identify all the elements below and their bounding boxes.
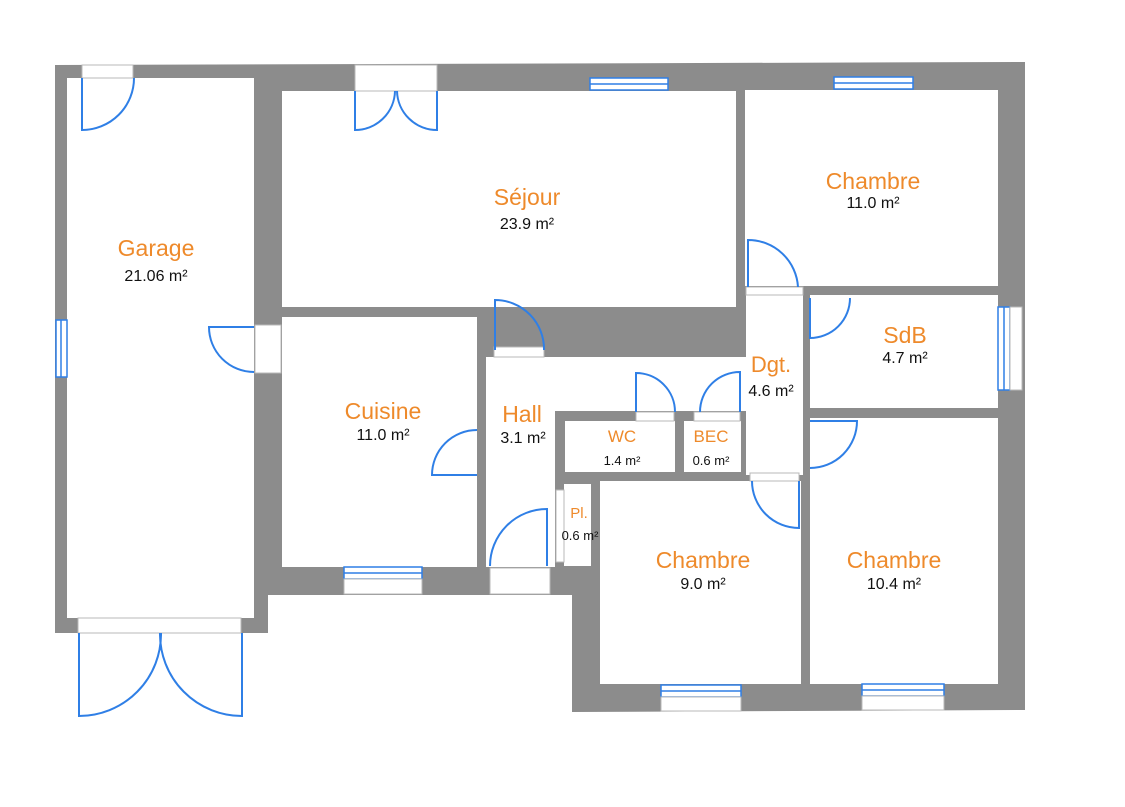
- floor-sejour: [282, 91, 736, 307]
- floor-chambre-se: [810, 418, 998, 684]
- window-sdb: [997, 306, 1023, 391]
- openings: [77, 286, 804, 634]
- label-bec-area: 0.6 m²: [693, 453, 731, 468]
- label-chambre-se-name: Chambre: [847, 547, 942, 573]
- door-sejour-french-left-icon: [354, 90, 396, 132]
- opening-dgt-chambre-ne: [745, 286, 804, 296]
- room-labels: Garage 21.06 m² Séjour 23.9 m² Chambre 1…: [118, 168, 942, 593]
- floor-hall: [486, 357, 555, 567]
- label-sdb-name: SdB: [883, 322, 926, 348]
- door-sdb-icon: [809, 297, 851, 340]
- window-garage-side: [55, 319, 68, 378]
- label-cuisine-name: Cuisine: [345, 398, 422, 424]
- label-hall-name: Hall: [502, 401, 542, 427]
- label-chambre-ne-name: Chambre: [826, 168, 921, 194]
- label-wc-name: WC: [608, 427, 636, 446]
- door-bec-icon: [699, 370, 741, 413]
- door-sejour-french-right-icon: [396, 90, 438, 132]
- floor-dgt-side: [746, 295, 803, 475]
- label-wc-area: 1.4 m²: [604, 453, 642, 468]
- label-chambre-se-area: 10.4 m²: [867, 576, 922, 593]
- floor-cuisine: [282, 317, 477, 567]
- label-pl-area: 0.6 m²: [562, 528, 600, 543]
- window-garage-top: [81, 64, 134, 79]
- opening-hall-entrance: [489, 567, 551, 595]
- door-cuisine-icon: [430, 429, 478, 476]
- floor-garage: [67, 78, 254, 618]
- floor-wc: [565, 421, 675, 472]
- label-chambre-s-area: 9.0 m²: [680, 576, 726, 593]
- label-garage-name: Garage: [118, 235, 195, 261]
- opening-wc: [635, 411, 675, 422]
- door-chambre-se-icon: [809, 420, 859, 469]
- door-garage-main-left-icon: [78, 632, 163, 718]
- opening-garage-door: [77, 617, 242, 634]
- window-chambre-s: [660, 684, 742, 712]
- floor-bec: [684, 421, 741, 472]
- floor-chambre-ne: [745, 90, 998, 286]
- window-chambre-se: [861, 683, 945, 711]
- door-chambre-ne-icon: [747, 238, 799, 288]
- opening-pl: [555, 489, 565, 563]
- room-floors: [67, 78, 998, 684]
- opening-bec: [693, 411, 741, 422]
- door-entrance-icon: [489, 507, 548, 567]
- label-cuisine-area: 11.0 m²: [356, 427, 410, 444]
- window-sejour-right: [589, 77, 669, 91]
- window-sejour-left: [354, 64, 438, 92]
- door-garage-top-icon: [81, 77, 135, 132]
- label-pl-name: Pl.: [570, 505, 588, 522]
- label-sejour-name: Séjour: [494, 184, 561, 210]
- opening-chambre-s: [749, 472, 800, 482]
- doors: [78, 77, 859, 718]
- label-chambre-s-name: Chambre: [656, 547, 751, 573]
- window-cuisine: [343, 566, 423, 595]
- floor-pl: [564, 484, 591, 566]
- door-chambre-s-icon: [751, 480, 800, 530]
- floor-sdb: [810, 295, 998, 408]
- label-sdb-area: 4.7 m²: [882, 350, 928, 367]
- door-garage-main-right-icon: [158, 632, 243, 718]
- label-garage-area: 21.06 m²: [124, 268, 188, 285]
- door-garage-sejour-icon: [207, 326, 255, 373]
- opening-sejour-hall: [493, 346, 545, 358]
- label-dgt-name: Dgt.: [751, 352, 791, 377]
- windows: [55, 64, 1023, 712]
- label-hall-area: 3.1 m²: [500, 430, 546, 447]
- opening-garage-sejour: [254, 324, 282, 374]
- label-bec-name: BEC: [694, 427, 729, 446]
- door-sejour-hall-icon: [494, 298, 546, 351]
- label-chambre-ne-area: 11.0 m²: [846, 195, 900, 212]
- window-chambre-ne: [833, 76, 914, 90]
- label-sejour-area: 23.9 m²: [500, 216, 555, 233]
- door-wc-icon: [635, 371, 676, 413]
- label-dgt-area: 4.6 m²: [748, 383, 794, 400]
